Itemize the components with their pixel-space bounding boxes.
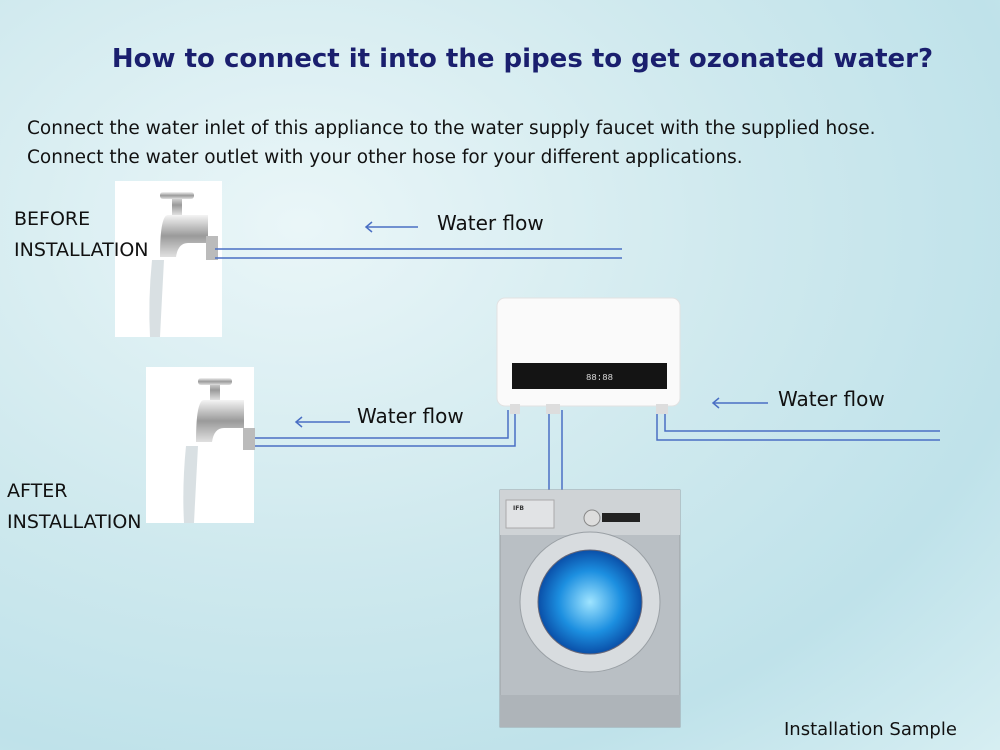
- washer-brand: IFB: [513, 505, 524, 512]
- after-label-line1: AFTER: [7, 480, 68, 502]
- before-label-line2: INSTALLATION: [14, 239, 149, 261]
- pipes: [215, 221, 940, 492]
- description-line-1: Connect the water inlet of this applianc…: [27, 118, 876, 139]
- faucet-before-photo: [115, 181, 222, 337]
- washing-machine: [499, 489, 681, 728]
- water-flow-after-right: Water flow: [778, 387, 885, 411]
- page-title: How to connect it into the pipes to get …: [111, 44, 934, 74]
- description-line-2: Connect the water outlet with your other…: [27, 147, 743, 168]
- after-label-line2: INSTALLATION: [7, 511, 142, 533]
- faucet-after-photo: [146, 367, 254, 523]
- before-label-line1: BEFORE: [14, 208, 91, 230]
- water-flow-before: Water flow: [437, 211, 544, 235]
- caption: Installation Sample: [784, 719, 957, 740]
- appliance-display: 88:88: [586, 373, 613, 383]
- faucet-before-icon: [149, 192, 218, 337]
- water-flow-after-left: Water flow: [357, 404, 464, 428]
- ozone-appliance: [496, 297, 681, 414]
- before-label: BEFORE INSTALLATION: [14, 204, 149, 266]
- after-label: AFTER INSTALLATION: [7, 476, 142, 538]
- faucet-after-icon: [183, 378, 255, 523]
